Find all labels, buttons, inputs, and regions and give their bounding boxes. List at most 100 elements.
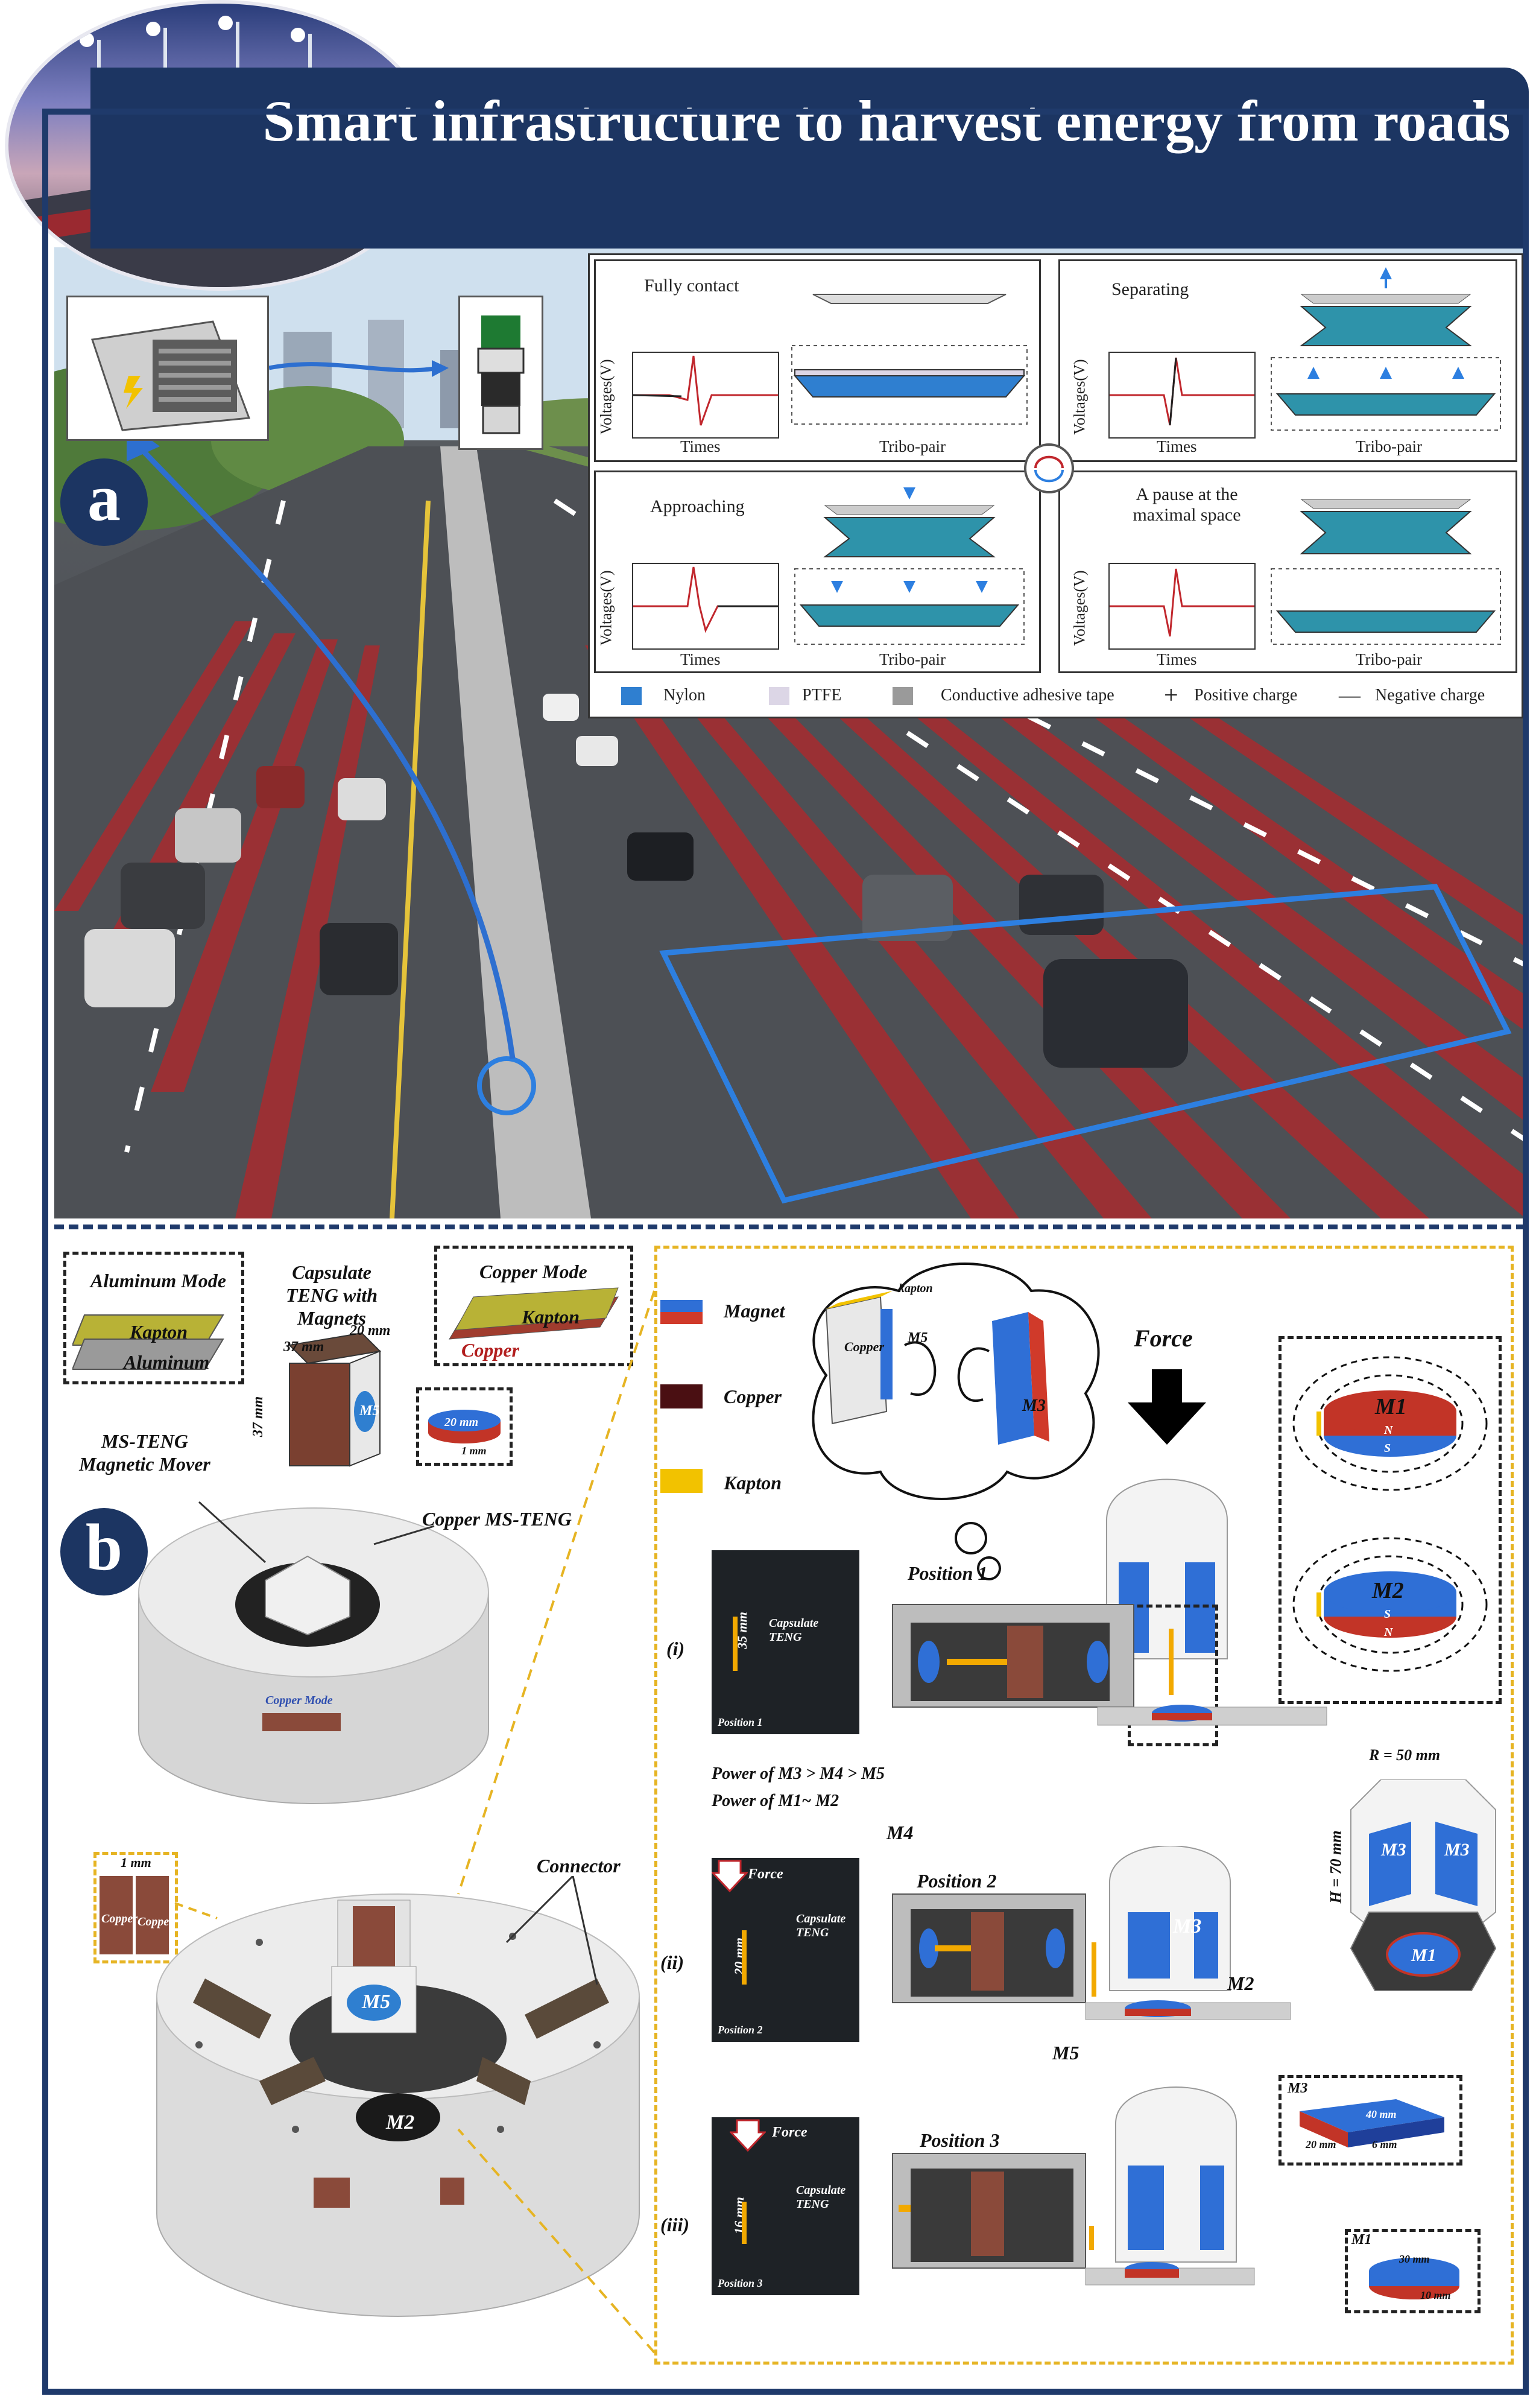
- roman-i: (i): [666, 1638, 685, 1659]
- field-lines: [1292, 1356, 1488, 1672]
- photo-caption: Capsulate TENG: [796, 2184, 846, 2211]
- legend-label: PTFE: [802, 686, 842, 705]
- copper-mode-title: Copper Mode: [479, 1261, 587, 1282]
- voltage-plot: [1108, 352, 1256, 439]
- m4-label: M4: [887, 1822, 914, 1843]
- page-title: Smart infrastructure to harvest energy f…: [262, 89, 1511, 153]
- state-pause: A pause at the maximal space Voltages(V)…: [1058, 471, 1517, 673]
- copper-mode-badge: Copper Mode: [265, 1694, 333, 1707]
- m3-label-left: M3: [1381, 1840, 1406, 1860]
- legend-kapton: Kapton: [724, 1472, 782, 1494]
- m2-label: M2: [1372, 1578, 1404, 1603]
- legend-magnet: Magnet: [724, 1300, 785, 1322]
- roman-iii: (iii): [660, 2214, 689, 2235]
- cloud-m3: M3: [1022, 1396, 1046, 1415]
- ms-teng-mover-label: MS-TENG Magnetic Mover: [79, 1430, 210, 1475]
- copper-plate-right: [136, 1876, 169, 1954]
- aluminum-mode-title: Aluminum Mode: [90, 1270, 226, 1291]
- n-pole: N: [1384, 1424, 1393, 1437]
- height-dim: 37 mm: [250, 1396, 267, 1437]
- magnet-swatch-bottom: [660, 1312, 703, 1324]
- force-label: Force: [1134, 1325, 1193, 1352]
- magnet-thick: 1 mm: [461, 1445, 487, 1457]
- storage-device-icon: [91, 320, 251, 431]
- position-3-label: Position 3: [920, 2129, 1000, 2151]
- copper-window: [440, 2178, 464, 2205]
- s-pole: S: [1384, 1608, 1391, 1621]
- cloud-kapton: kapton: [899, 1282, 933, 1295]
- magnet-size: 20 mm: [444, 1416, 479, 1429]
- nylon-swatch: [621, 687, 642, 705]
- gap-dim: 1 mm: [121, 1855, 151, 1870]
- photo-label: Position 1: [718, 1716, 763, 1728]
- minus-symbol: —: [1339, 683, 1361, 707]
- position-2-label: Position 2: [917, 1870, 997, 1892]
- ptfe-swatch: [769, 687, 789, 705]
- photo-label: Position 2: [718, 2024, 763, 2036]
- voltage-plot: [1108, 563, 1256, 650]
- tribo-pair-label: Tribo-pair: [879, 437, 946, 455]
- width-dim: 20 mm: [350, 1323, 391, 1339]
- transfer-arrow: [268, 359, 450, 377]
- force-arrow-icon: [1128, 1369, 1206, 1445]
- voltage-plot: [632, 563, 779, 650]
- m3-mover-label: M3: [1173, 1915, 1202, 1937]
- magnet-interaction-cloud: [812, 1263, 1100, 1580]
- yellow-dim-bar: [742, 2202, 747, 2244]
- tribo-pair-diagram: [1271, 267, 1501, 431]
- tribo-pair-diagram: [1271, 499, 1501, 645]
- copper-right: Copper: [137, 1915, 174, 1928]
- photo-position-1: 35 mm Capsulate TENG Position 1: [712, 1550, 859, 1734]
- photo-force: Force: [772, 2124, 808, 2140]
- figure-frame: [42, 109, 1529, 2395]
- plus-symbol: +: [1164, 682, 1178, 709]
- copper-left: Copper: [101, 1912, 137, 1925]
- m2-position-label: M2: [1227, 1972, 1254, 1994]
- photo-force: Force: [748, 1866, 783, 1882]
- tape-swatch: [893, 687, 913, 705]
- photo-caption: Capsulate TENG: [769, 1617, 819, 1644]
- m1-mover-label: M1: [1411, 1945, 1436, 1965]
- m1-diameter: 30 mm: [1399, 2253, 1430, 2265]
- panel-separator: [54, 1225, 1526, 1229]
- position-1-label: Position 1: [908, 1562, 988, 1584]
- height-label: H = 70 mm: [1327, 1830, 1345, 1904]
- power-note-2: Power of M1~ M2: [712, 1792, 839, 1810]
- state-caption: Approaching: [650, 496, 745, 516]
- photo-position-2: Force 20 mm Capsulate TENG Position 2: [712, 1858, 859, 2042]
- voltage-plot: [632, 352, 779, 439]
- aluminum-layers: [72, 1314, 224, 1370]
- m5-label: M5: [359, 1403, 380, 1419]
- m1-dims-box: M1 30 mm 10 mm: [1345, 2229, 1481, 2313]
- magnetic-mover-1: [1106, 1478, 1228, 1659]
- tribo-pair-label: Tribo-pair: [1356, 650, 1423, 668]
- magnet-swatch-top: [660, 1300, 703, 1312]
- copper-swatch: [660, 1384, 703, 1408]
- ms-teng-open-device: [156, 1876, 640, 2317]
- aluminum-label: Aluminum: [124, 1351, 210, 1373]
- y-axis-label: Voltages(V): [597, 359, 615, 435]
- legend-copper: Copper: [724, 1386, 782, 1407]
- m3-dims-title: M3: [1288, 2080, 1308, 2096]
- magnetic-mover-3d: [1350, 1779, 1497, 1991]
- bar-magnet: [1300, 2099, 1444, 2147]
- photo-caption: Capsulate TENG: [796, 1912, 846, 1939]
- legend-label: Nylon: [663, 686, 706, 705]
- m5-position-label: M5: [1052, 2042, 1079, 2064]
- kapton-swatch: [660, 1469, 703, 1493]
- yellow-dim-bar: [742, 1930, 747, 1985]
- state-approaching: Approaching Voltages(V) Times Tribo-pair: [594, 471, 1041, 673]
- position-2-diagram: [892, 1846, 1291, 2020]
- tribo-pair-diagram: [794, 487, 1025, 645]
- lamp-module-icon: [477, 315, 525, 434]
- capsule-teng-cube: [288, 1332, 382, 1467]
- m3-thick: 6 mm: [1372, 2138, 1397, 2150]
- disc-magnet-m1: [1369, 2258, 1459, 2299]
- y-axis-label: Voltages(V): [1070, 359, 1089, 435]
- radius-label: R = 50 mm: [1369, 1746, 1441, 1764]
- legend-label: Positive charge: [1194, 686, 1298, 705]
- x-axis-label: Times: [1157, 437, 1197, 455]
- kapton-label: Kapton: [130, 1321, 188, 1343]
- depth-dim: 37 mm: [283, 1339, 324, 1355]
- lamp-device-inset: [458, 296, 543, 450]
